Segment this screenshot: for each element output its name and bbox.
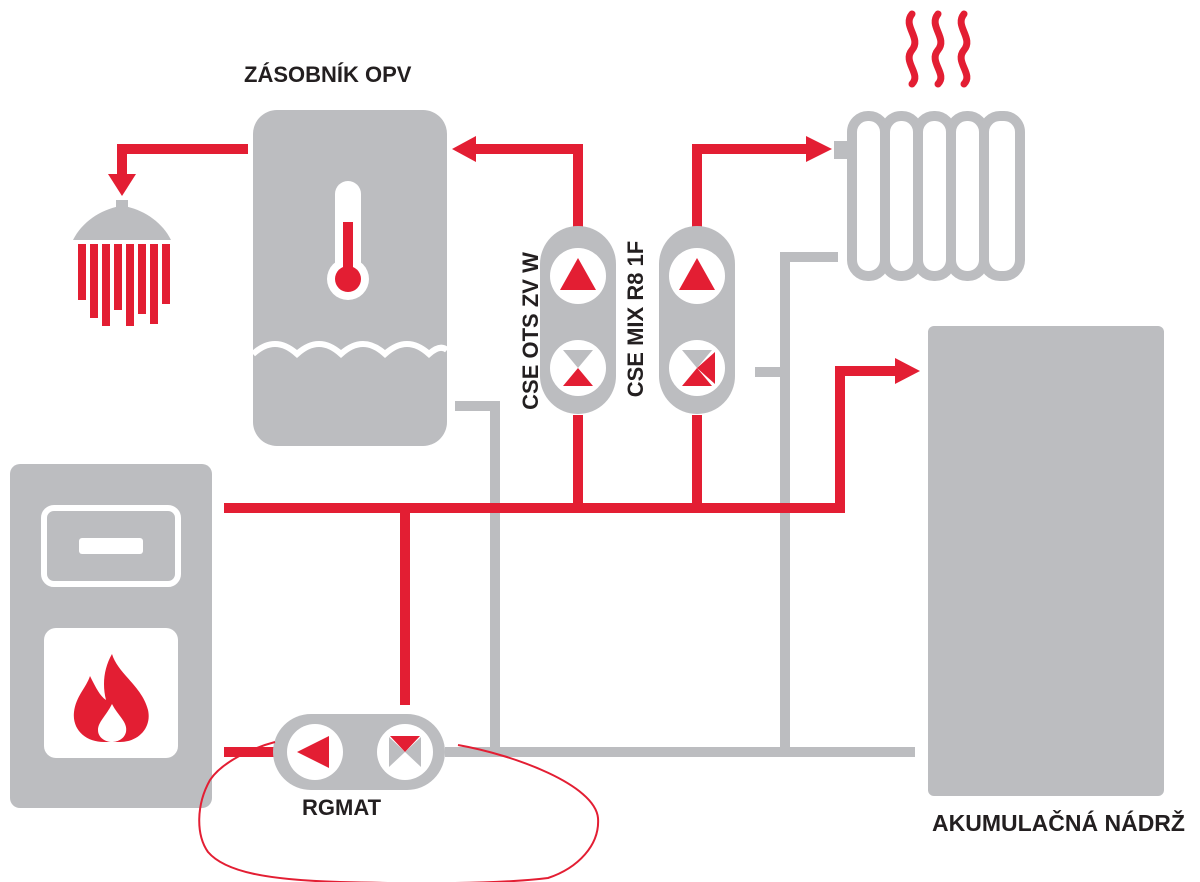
pump-triangle-icon — [560, 258, 596, 290]
radiator-icon — [834, 111, 1025, 281]
mixing-valve-icon — [389, 736, 421, 767]
pump-ots-label: CSE OTS ZV W — [518, 252, 543, 410]
supply-pipes — [117, 144, 900, 757]
thermometer-icon — [327, 181, 369, 300]
pump-group-mix — [659, 226, 735, 414]
arrow-down-shower — [108, 174, 136, 196]
rgmat-label: RGMAT — [302, 795, 382, 820]
return-pipe-tank — [455, 401, 500, 752]
return-pipe-radiator — [780, 252, 838, 372]
water-waves — [250, 341, 449, 359]
tank-title: ZÁSOBNÍK OPV — [244, 62, 412, 87]
pump-mix-label: CSE MIX R8 1F — [623, 240, 648, 398]
arrow-right-radiator — [806, 136, 832, 162]
supply-pipe-ots-up — [472, 144, 583, 228]
flame-icon — [73, 654, 149, 742]
pump-triangle-icon — [297, 736, 329, 768]
hot-water-tank — [250, 110, 449, 446]
boiler-display — [41, 505, 181, 587]
annotation-circle — [198, 741, 600, 882]
shower-icon — [73, 200, 171, 326]
mixing-valve-icon — [682, 350, 715, 386]
pump-group-ots — [540, 226, 616, 414]
return-pipes — [445, 252, 915, 757]
mixing-valve-icon — [563, 350, 593, 386]
accumulation-tank-body — [928, 326, 1164, 796]
accumulation-tank-label: AKUMULAČNÁ NÁDRŽ — [932, 810, 1185, 836]
arrow-right-akum — [895, 358, 920, 384]
supply-pipe-shower — [117, 144, 248, 178]
rgmat-unit — [273, 714, 445, 790]
pump-triangle-icon — [679, 258, 715, 290]
heat-waves-icon — [905, 10, 971, 88]
return-pipe-mix — [755, 367, 790, 752]
arrow-left-tank — [452, 136, 476, 162]
flow-arrows — [108, 136, 920, 384]
supply-pipe-mix-up — [692, 144, 810, 228]
boiler — [10, 464, 212, 808]
supply-pipe-main — [224, 366, 900, 513]
